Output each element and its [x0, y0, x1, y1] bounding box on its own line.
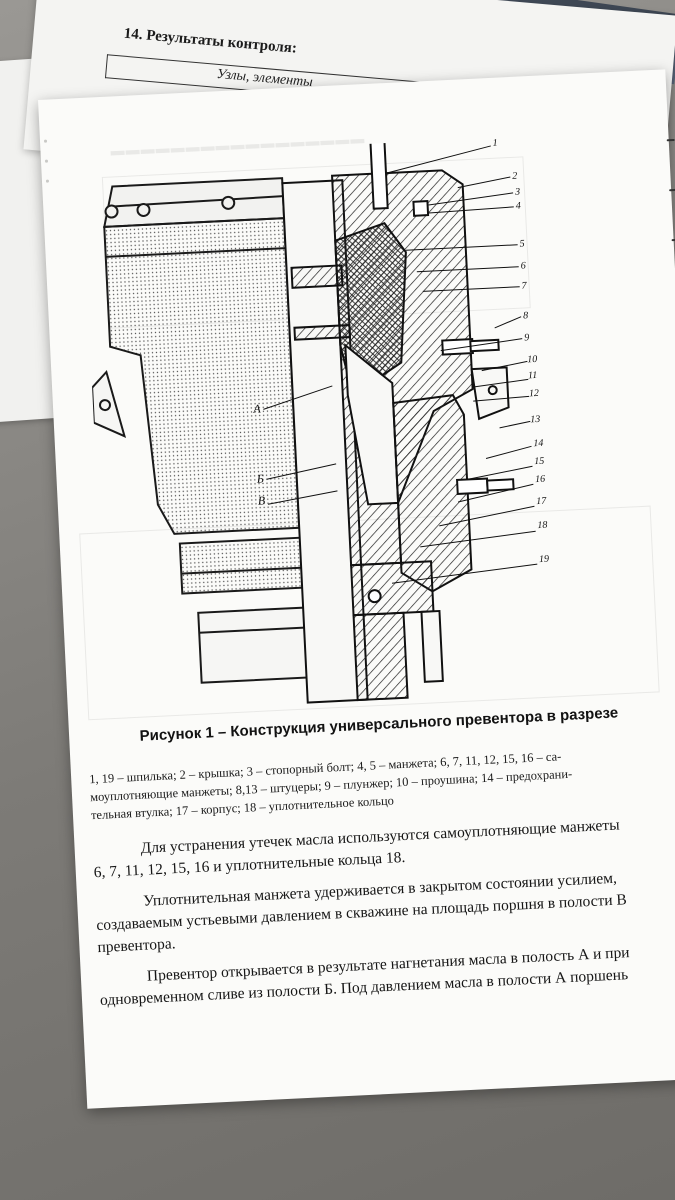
punch-hole — [45, 179, 50, 183]
edge-mark — [666, 138, 675, 142]
part-label-17: 17 — [535, 495, 547, 508]
part-label-13: 13 — [529, 413, 541, 426]
part-label-15: 15 — [533, 455, 545, 468]
back-sheet-title: 14. Результаты контроля: — [123, 25, 298, 57]
punch-hole — [44, 159, 49, 163]
part-label-12: 12 — [528, 387, 540, 400]
part-label-16: 16 — [534, 473, 546, 486]
leader-lines — [263, 145, 538, 584]
part-label-14: 14 — [533, 437, 544, 450]
document-page: ▬▬▬▬▬▬▬▬▬▬▬▬▬▬▬▬▬ — [38, 69, 675, 1109]
part-label-7: 7 — [521, 280, 527, 292]
preventer-cross-section-drawing — [91, 137, 538, 704]
part-label-2: 2 — [512, 170, 518, 182]
edge-mark — [671, 238, 675, 242]
cavity-label-b: Б — [256, 471, 265, 486]
part-label-18: 18 — [537, 519, 548, 532]
section-view — [281, 137, 515, 704]
part-label-8: 8 — [522, 310, 529, 322]
part-label-9: 9 — [523, 332, 530, 344]
part-label-19: 19 — [538, 553, 550, 566]
part-label-6: 6 — [520, 260, 526, 272]
figure-legend: 1, 19 – шпилька; 2 – крышка; 3 – стопорн… — [89, 742, 675, 825]
part-label-5: 5 — [519, 238, 525, 250]
part-label-1: 1 — [492, 137, 498, 149]
punch-hole — [43, 139, 48, 143]
cavity-label-v: В — [257, 493, 266, 508]
cavity-label-a: А — [253, 401, 262, 416]
exterior-view — [91, 177, 313, 684]
edge-mark — [669, 188, 675, 192]
body-text: Для устранения утечек масла используются… — [92, 812, 675, 1021]
part-label-4: 4 — [515, 200, 522, 212]
part-label-3: 3 — [514, 186, 521, 198]
part-label-11: 11 — [527, 369, 538, 382]
part-label-10: 10 — [527, 353, 538, 366]
